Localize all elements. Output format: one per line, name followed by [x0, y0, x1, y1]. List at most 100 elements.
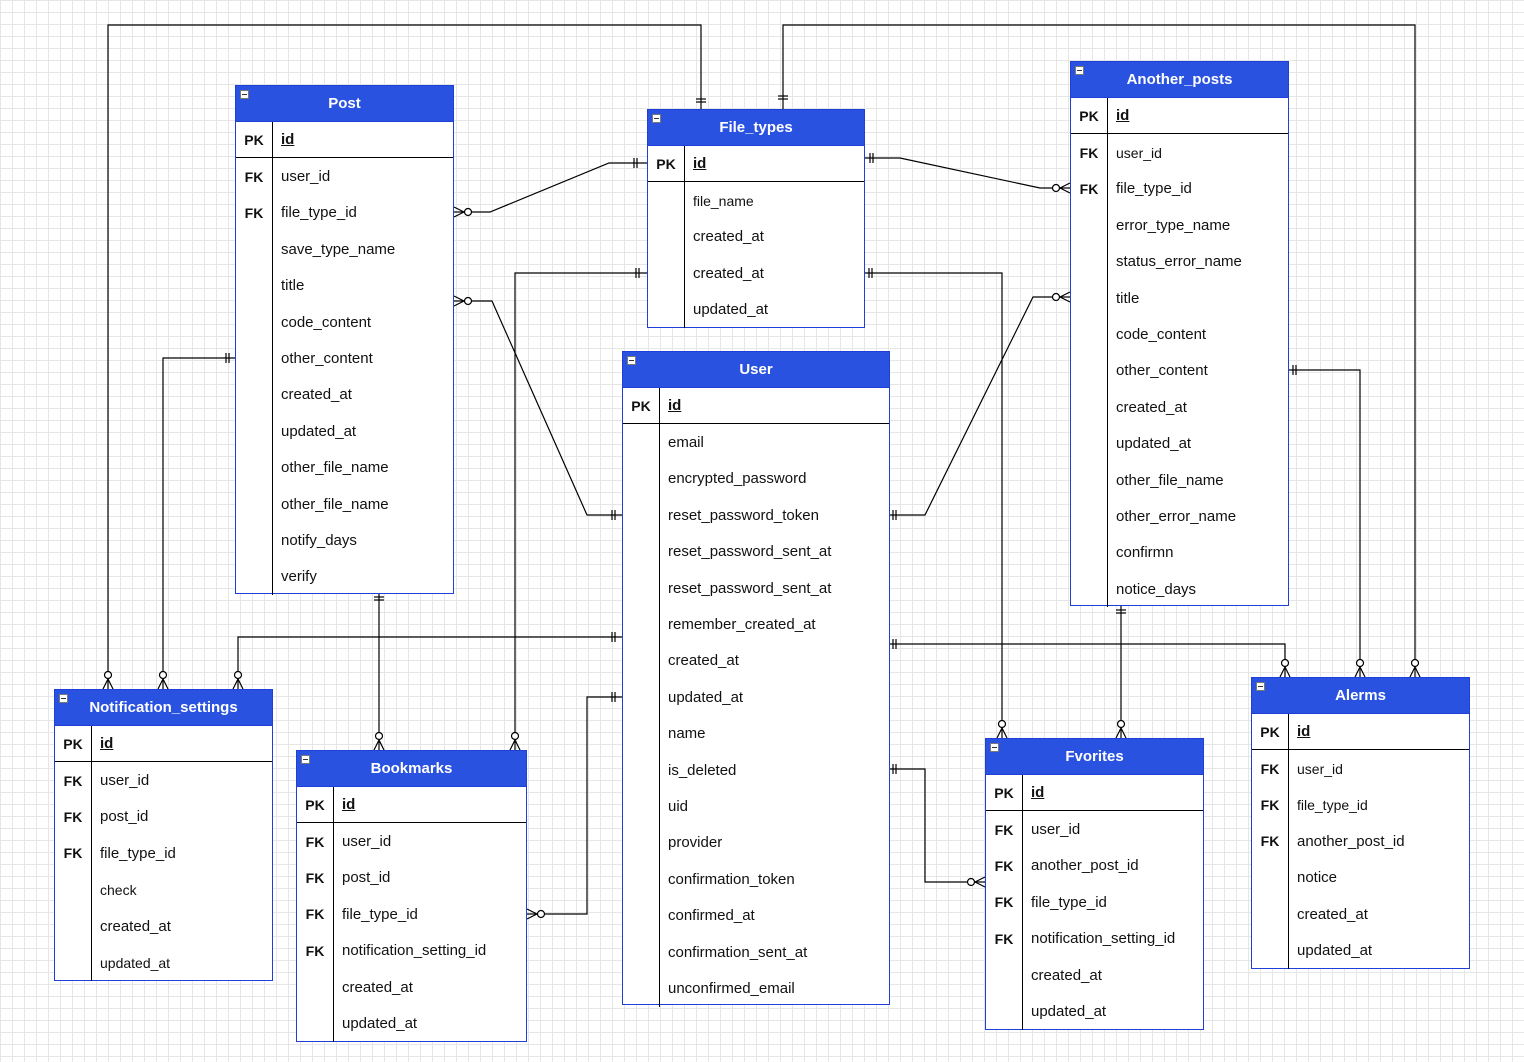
field-row[interactable]: created_at [236, 377, 453, 413]
field-row[interactable]: updated_at [1071, 426, 1288, 462]
field-row[interactable]: created_at [1071, 389, 1288, 425]
field-row[interactable]: verify [236, 559, 453, 595]
field-row[interactable]: confirmn [1071, 535, 1288, 571]
field-row[interactable]: created_at [1252, 896, 1469, 932]
collapse-icon[interactable] [990, 743, 999, 752]
field-row[interactable]: created_at [648, 219, 864, 255]
collapse-icon[interactable] [1075, 66, 1084, 75]
field-row[interactable]: code_content [236, 304, 453, 340]
field-row[interactable]: updated_at [236, 413, 453, 449]
field-row[interactable]: is_deleted [623, 752, 889, 788]
field-row[interactable]: updated_at [297, 1005, 526, 1041]
field-row[interactable]: updated_at [623, 679, 889, 715]
field-row[interactable]: updated_at [648, 292, 864, 328]
field-row[interactable]: updated_at [55, 944, 272, 980]
field-row[interactable]: file_name [648, 182, 864, 218]
collapse-icon[interactable] [652, 114, 661, 123]
field-row[interactable]: other_file_name [236, 450, 453, 486]
field-row[interactable]: provider [623, 825, 889, 861]
entity-header[interactable]: Notification_settings [55, 690, 272, 726]
field-row[interactable]: created_at [623, 643, 889, 679]
entity-header[interactable]: User [623, 352, 889, 388]
field-row[interactable]: email [623, 424, 889, 460]
field-row[interactable]: confirmation_token [623, 861, 889, 897]
collapse-icon[interactable] [627, 356, 636, 365]
entity-header[interactable]: Another_posts [1071, 62, 1288, 98]
field-row[interactable]: confirmed_at [623, 897, 889, 933]
field-row[interactable]: confirmation_sent_at [623, 934, 889, 970]
field-row[interactable]: reset_password_sent_at [623, 534, 889, 570]
field-row[interactable]: unconfirmed_email [623, 970, 889, 1006]
field-row[interactable]: error_type_name [1071, 207, 1288, 243]
entity-header[interactable]: Fvorites [986, 739, 1203, 775]
field-row[interactable]: other_error_name [1071, 498, 1288, 534]
collapse-icon[interactable] [1256, 682, 1265, 691]
collapse-icon[interactable] [59, 694, 68, 703]
field-row[interactable]: check [55, 872, 272, 908]
field-row[interactable]: notify_days [236, 522, 453, 558]
field-row[interactable]: save_type_name [236, 231, 453, 267]
field-row[interactable]: created_at [55, 908, 272, 944]
field-row[interactable]: notice_days [1071, 571, 1288, 607]
entity-header[interactable]: Bookmarks [297, 751, 526, 787]
field-row[interactable]: other_file_name [1071, 462, 1288, 498]
field-row[interactable]: created_at [648, 255, 864, 291]
field-row[interactable]: remember_created_at [623, 606, 889, 642]
field-row[interactable]: other_file_name [236, 486, 453, 522]
field-row[interactable]: status_error_name [1071, 244, 1288, 280]
field-row[interactable]: title [236, 268, 453, 304]
field-row[interactable]: reset_password_sent_at [623, 570, 889, 606]
field-row[interactable]: other_content [1071, 353, 1288, 389]
field-row[interactable]: updated_at [986, 993, 1203, 1029]
field-row[interactable]: code_content [1071, 316, 1288, 352]
field-row[interactable]: reset_password_token [623, 497, 889, 533]
field-row[interactable]: created_at [986, 957, 1203, 993]
field-row[interactable]: created_at [297, 969, 526, 1005]
collapse-icon[interactable] [240, 90, 249, 99]
entity-header[interactable]: Alerms [1252, 678, 1469, 714]
field-row[interactable]: notice [1252, 860, 1469, 896]
field-row[interactable]: uid [623, 788, 889, 824]
field-row[interactable]: updated_at [1252, 932, 1469, 968]
field-row[interactable]: title [1071, 280, 1288, 316]
field-row[interactable]: other_content [236, 340, 453, 376]
collapse-icon[interactable] [301, 755, 310, 764]
field-row[interactable]: name [623, 716, 889, 752]
entity-header[interactable]: Post [236, 86, 453, 122]
entity-header[interactable]: File_types [648, 110, 864, 146]
